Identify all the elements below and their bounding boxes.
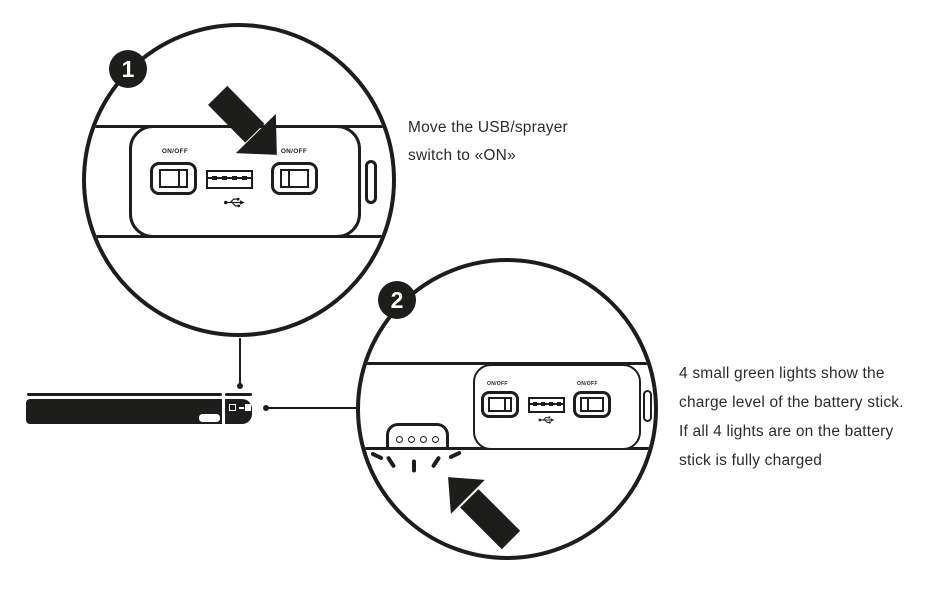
- onoff-label-right: ON/OFF: [577, 381, 598, 387]
- device-side-tab: [365, 160, 377, 204]
- pointer-dot-circle2: [263, 405, 269, 411]
- device-top-edge: [360, 362, 654, 365]
- battery-stick-top-strip: [27, 393, 222, 396]
- usb-icon: [224, 197, 245, 208]
- usb-contact-bar: [208, 177, 251, 180]
- switch-knob-divider: [587, 399, 589, 410]
- mini-switch-icon: [228, 403, 236, 411]
- arrow-shaft: [460, 489, 521, 550]
- usb-contact-bar: [530, 403, 563, 405]
- battery-stick-end-cap: [225, 399, 252, 424]
- mini-usb-icon: [238, 406, 244, 410]
- light-ray-icon: [430, 455, 442, 469]
- arrow-icon: [430, 459, 528, 556]
- battery-stick-body: [26, 399, 222, 424]
- usb-pin: [532, 401, 537, 406]
- usb-pin: [556, 401, 561, 406]
- onoff-label-left: ON/OFF: [161, 148, 189, 155]
- usb-pin: [221, 175, 227, 180]
- switch-knob-divider: [288, 171, 290, 186]
- onoff-label-left: ON/OFF: [487, 381, 508, 387]
- usb-sprayer-onoff-switch: [271, 162, 318, 195]
- light-ray-icon: [412, 459, 416, 473]
- sprayer-onoff-switch: [150, 162, 197, 195]
- magnifier-circle-1: ON/OFF ON/OFF: [82, 23, 396, 337]
- switch-knob-divider: [178, 171, 180, 186]
- charge-light: [420, 436, 427, 443]
- mini-switch-icon: [245, 403, 251, 411]
- usb-pin: [231, 175, 237, 180]
- light-ray-icon: [448, 450, 462, 460]
- onoff-label-right: ON/OFF: [280, 148, 308, 155]
- battery-stick-light-window: [199, 414, 220, 422]
- pointer-line-circle2: [266, 407, 358, 409]
- charge-light: [432, 436, 439, 443]
- sprayer-onoff-switch: [481, 391, 519, 418]
- step2-caption: 4 small green lights show the charge lev…: [679, 365, 904, 469]
- charge-light: [408, 436, 415, 443]
- device-side-tab: [643, 390, 652, 422]
- switch-well: [488, 397, 512, 412]
- switch-well: [580, 397, 604, 412]
- charge-light: [396, 436, 403, 443]
- light-ray-icon: [370, 451, 384, 461]
- usb-pin: [241, 175, 247, 180]
- light-ray-icon: [385, 455, 397, 469]
- usb-pin: [540, 401, 545, 406]
- switch-knob-divider: [504, 399, 506, 410]
- usb-port: [206, 170, 253, 189]
- pointer-line-circle1: [239, 338, 241, 386]
- usb-port: [528, 397, 565, 413]
- step1-badge: 1: [109, 50, 147, 88]
- usb-pin: [548, 401, 553, 406]
- usb-sprayer-onoff-switch: [573, 391, 611, 418]
- battery-stick-top-strip-cap: [225, 393, 252, 396]
- switch-well: [280, 169, 309, 188]
- step2-badge: 2: [378, 281, 416, 319]
- charge-lights-dome: [386, 423, 449, 447]
- pointer-dot-circle1: [237, 383, 243, 389]
- usb-icon: [538, 416, 555, 424]
- usb-pin: [211, 175, 217, 180]
- switch-well: [159, 169, 188, 188]
- step1-caption: Move the USB/sprayer switch to «ON»: [408, 119, 568, 164]
